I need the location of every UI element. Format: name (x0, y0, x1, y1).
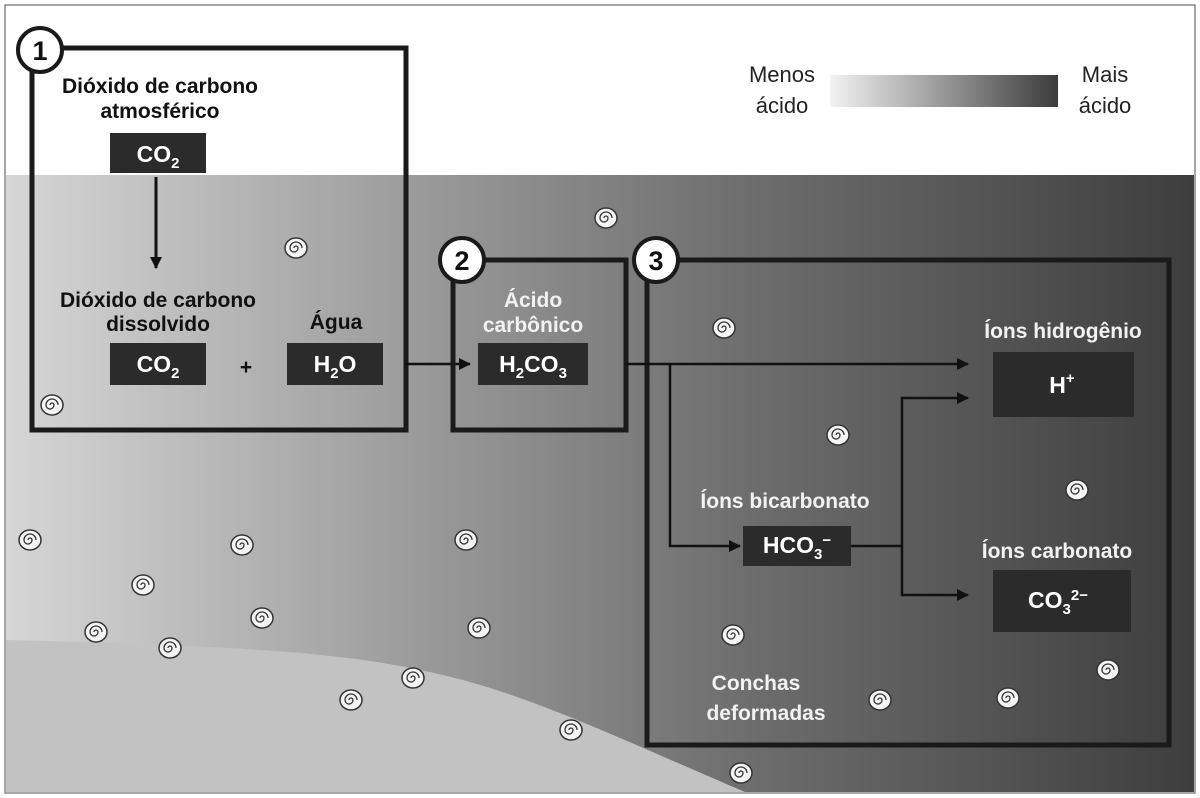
shell-icon (158, 637, 182, 659)
carbonate-ions-formula: CO32− (1028, 587, 1088, 618)
carbonate-ions-label: Íons carbonato (982, 540, 1133, 563)
carbonic-acid-formula: H2CO3 (499, 351, 567, 382)
legend-high-label-1: Mais (1082, 62, 1128, 87)
shell-icon (84, 621, 108, 643)
step3-number: 3 (648, 246, 663, 276)
step2-number-badge (438, 236, 486, 284)
water-formula: H2O (314, 351, 357, 382)
step3-number-badge (632, 236, 680, 284)
shell-icon (40, 394, 64, 416)
shell-icon (284, 237, 308, 259)
shell-icon (559, 719, 583, 741)
legend-high-label-2: ácido (1079, 93, 1132, 118)
step2-frame (450, 257, 629, 433)
bicarbonate-ions-label: Íons bicarbonato (700, 490, 869, 513)
shell-icon (594, 207, 618, 229)
dissolved-co2-box (110, 343, 206, 385)
shell-icon (1096, 659, 1120, 681)
carbonic-acid-label-2: carbônico (483, 314, 583, 337)
legend-gradient-bar (830, 75, 1058, 107)
legend-low-label-1: Menos (749, 62, 815, 87)
dissolved-co2-formula: CO2 (137, 351, 180, 382)
hydrogen-ions-box (993, 352, 1134, 417)
carbonic-acid-box (478, 343, 588, 385)
shell-icon (1065, 479, 1089, 501)
shell-icon (467, 617, 491, 639)
acidity-legend: Menos ácido Mais ácido (749, 62, 1131, 118)
carbonic-acid-label-1: Ácido (504, 289, 562, 312)
dissolved-co2-label-2: dissolvido (106, 313, 210, 336)
shell-icon (826, 424, 850, 446)
shell-icon (18, 529, 42, 551)
shell-icon (721, 624, 745, 646)
atmospheric-co2-label-1: Dióxido de carbono (62, 75, 258, 98)
bicarbonate-ions-formula: HCO3− (763, 532, 831, 563)
deformed-shells-label-2: deformadas (706, 702, 825, 725)
bicarbonate-to-carbonate-arrow (900, 546, 969, 601)
bicarbonate-ions-box (743, 526, 851, 566)
shell-icon (250, 607, 274, 629)
hydrogen-ions-label: Íons hidrogênio (984, 320, 1142, 343)
carbonate-ions-box (993, 570, 1131, 632)
step2-number: 2 (454, 246, 469, 276)
atmospheric-co2-formula: CO2 (137, 141, 180, 172)
bicarbonate-to-hydrogen-arrow (900, 392, 969, 546)
plus-sign: + (240, 356, 252, 379)
shell-icon (712, 317, 736, 339)
sea-floor (6, 640, 745, 792)
shell-icon (339, 689, 363, 711)
step1-number-badge (16, 26, 64, 74)
atmospheric-co2-label-2: atmosférico (100, 100, 219, 123)
step1-number: 1 (32, 36, 47, 66)
shell-icon (996, 687, 1020, 709)
to-bicarbonate-arrow (668, 364, 741, 552)
shell-icon (131, 574, 155, 596)
legend-low-label-2: ácido (756, 93, 809, 118)
shell-icon (729, 762, 753, 784)
shell-icon (454, 529, 478, 551)
atmospheric-co2-box (110, 133, 206, 173)
shell-icon (230, 534, 254, 556)
shell-icon (401, 667, 425, 689)
hydrogen-ions-formula: H+ (1049, 370, 1075, 398)
dissolved-co2-label-1: Dióxido de carbono (60, 289, 256, 312)
step1-frame (29, 45, 409, 433)
step3-frame (644, 257, 1172, 748)
shell-icon (868, 689, 892, 711)
water-box (287, 343, 383, 385)
water-label: Água (310, 311, 363, 334)
deformed-shells-label-1: Conchas (712, 672, 801, 695)
